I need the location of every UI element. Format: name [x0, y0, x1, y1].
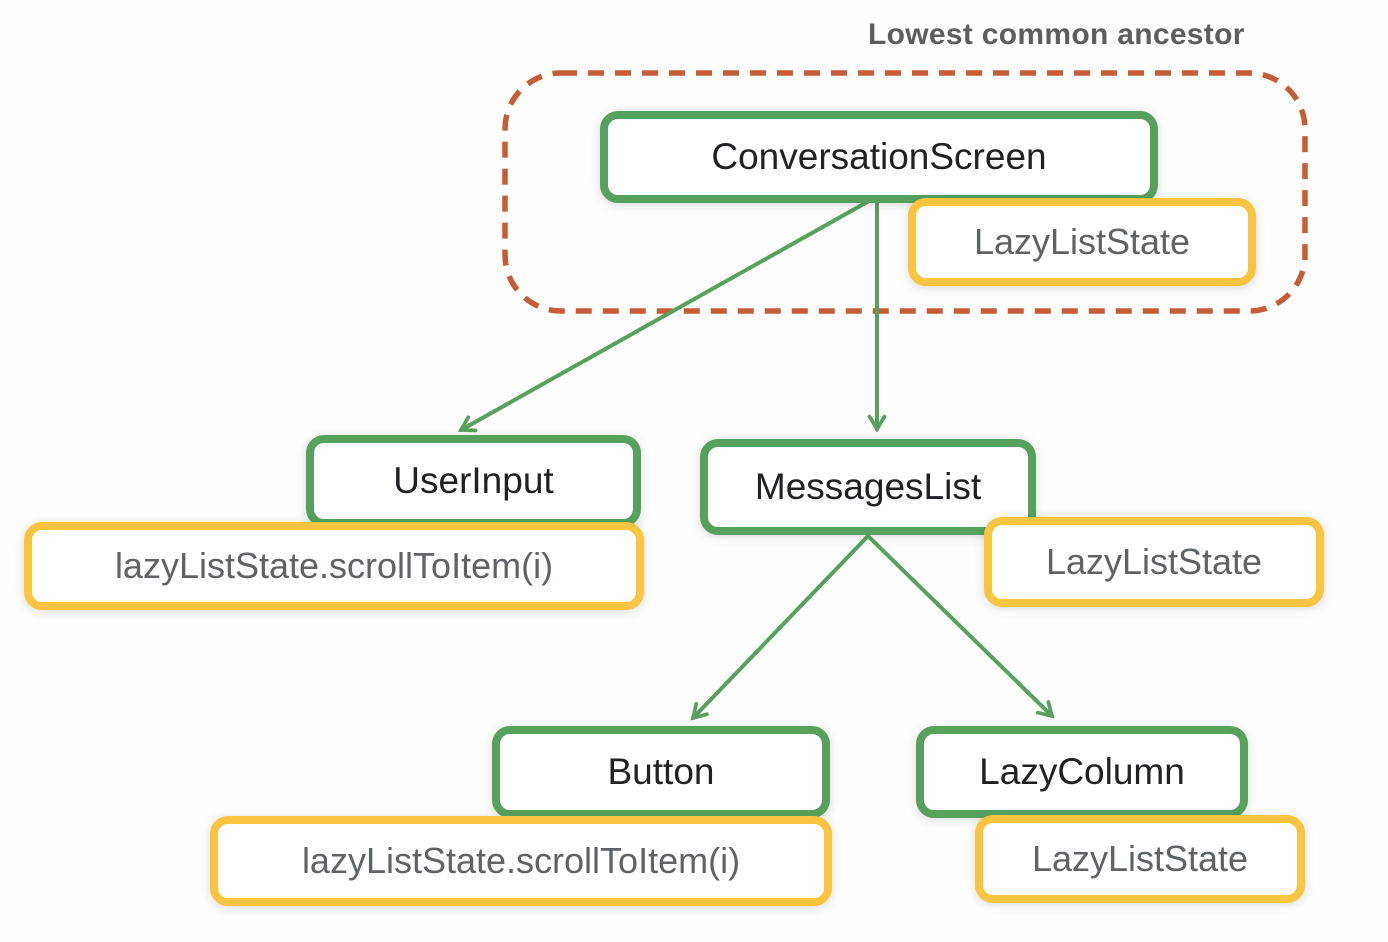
node-lazy-column-label: LazyColumn	[979, 751, 1185, 792]
state-messages-list-lazyliststate: LazyListState	[984, 517, 1324, 607]
edge-messageslist-lazycolumn	[866, 534, 1055, 719]
edge-conversationscreen-userinput	[457, 199, 871, 433]
node-messages-list-label: MessagesList	[754, 466, 982, 507]
state-button-scrolltoitem-label: lazyListState.scrollToItem(i)	[301, 840, 741, 881]
node-conversation-screen-label: ConversationScreen	[711, 136, 1047, 177]
state-user-input-scrolltoitem-label: lazyListState.scrollToItem(i)	[114, 545, 554, 586]
node-user-input-label: UserInput	[393, 460, 554, 501]
state-lazy-column-lazyliststate: LazyListState	[975, 815, 1305, 903]
state-user-input-scrolltoitem: lazyListState.scrollToItem(i)	[24, 522, 644, 610]
state-button-scrolltoitem: lazyListState.scrollToItem(i)	[210, 816, 832, 906]
node-messages-list: MessagesList	[700, 439, 1036, 535]
node-button-label: Button	[607, 751, 715, 792]
node-button: Button	[492, 726, 830, 818]
state-messages-list-lazyliststate-label: LazyListState	[1045, 541, 1263, 582]
state-conversation-screen-lazyliststate: LazyListState	[908, 198, 1256, 286]
state-conversation-screen-lazyliststate-label: LazyListState	[973, 221, 1191, 262]
node-conversation-screen: ConversationScreen	[600, 111, 1158, 203]
state-lazy-column-lazyliststate-label: LazyListState	[1031, 838, 1249, 879]
lowest-common-ancestor-label: Lowest common ancestor	[868, 18, 1245, 51]
lowest-common-ancestor-outline	[502, 70, 1308, 314]
node-lazy-column: LazyColumn	[916, 726, 1248, 818]
edge-messageslist-button	[690, 534, 870, 721]
node-user-input: UserInput	[306, 435, 641, 527]
